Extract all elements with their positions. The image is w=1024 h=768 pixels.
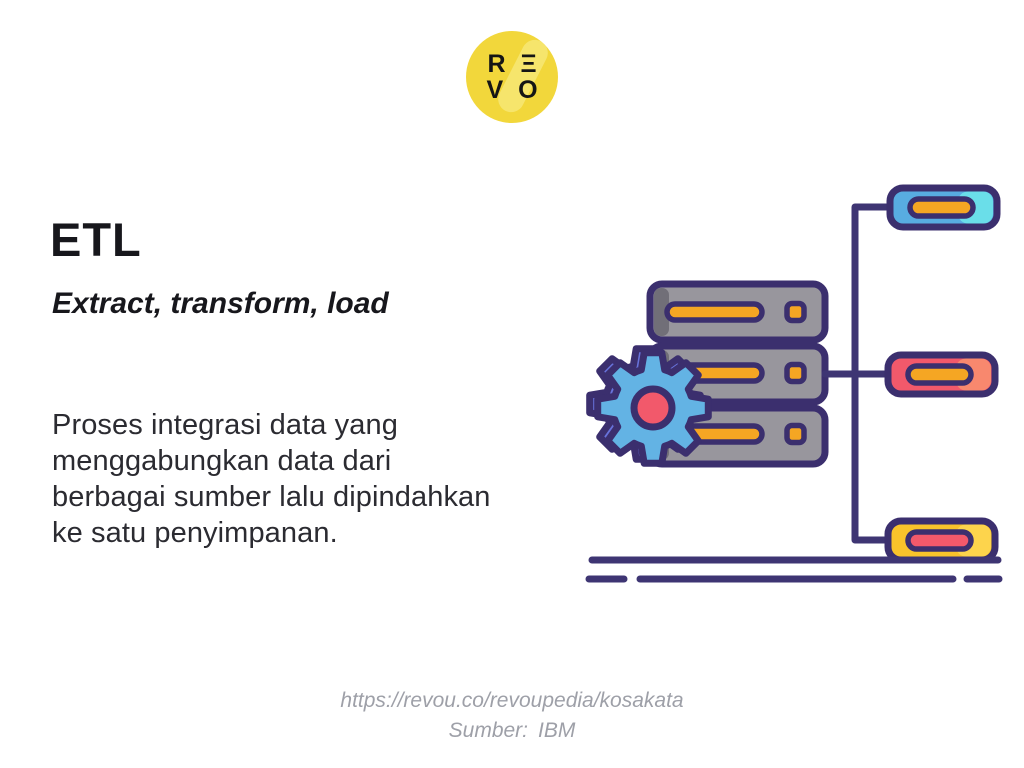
footer-source: Sumber: IBM	[0, 716, 1024, 746]
term-subtitle: Extract, transform, load	[52, 287, 389, 320]
node-yellow	[884, 517, 999, 564]
description-line: Proses integrasi data yang	[52, 409, 398, 441]
logo-text-row1: R Ξ	[487, 50, 541, 78]
source-value: IBM	[538, 719, 576, 742]
logo-text-row2: V O	[486, 76, 542, 104]
footer-url: https://revou.co/revoupedia/kosakata	[340, 689, 684, 712]
footer: https://revou.co/revoupedia/kosakata Sum…	[0, 686, 1024, 746]
description-line: menggabungkan data dari	[52, 445, 392, 477]
description-line: berbagai sumber lalu dipindahkan	[52, 481, 491, 513]
term-title: ETL	[50, 213, 142, 266]
connector-lines	[821, 203, 892, 544]
node-pink	[884, 351, 999, 398]
term-description: Proses integrasi data yang menggabungkan…	[52, 407, 491, 551]
description-line: ke satu penyimpanan.	[52, 517, 338, 549]
revou-logo-icon: R Ξ V O	[466, 31, 558, 123]
gear-icon	[586, 345, 712, 467]
node-blue	[886, 184, 1001, 231]
source-label: Sumber:	[448, 719, 529, 742]
